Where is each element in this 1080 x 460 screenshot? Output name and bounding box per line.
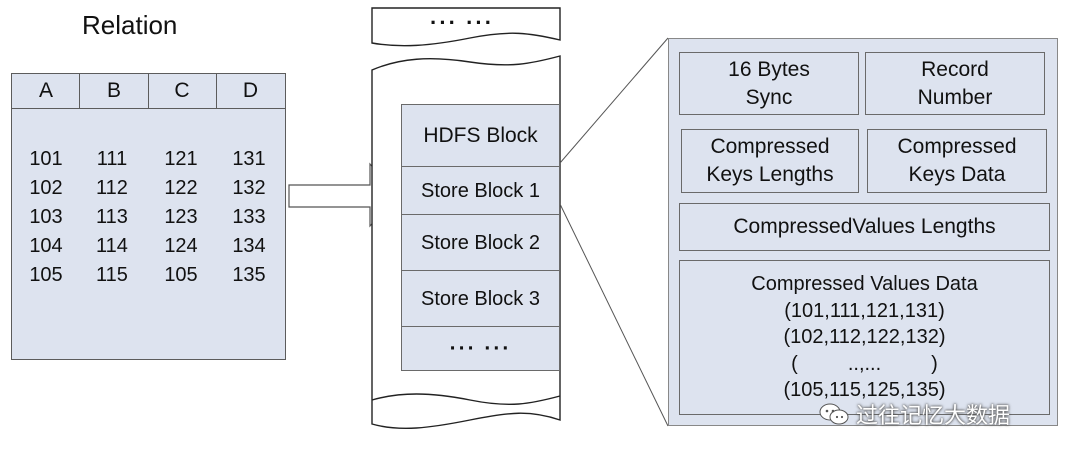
zoom-line-bottom [559,203,669,427]
watermark-text: 过往记忆大数据 [856,403,1011,428]
compressed-values-lengths-field: CompressedValues Lengths [679,203,1050,251]
column-header-c: C [174,79,190,102]
hdfs-top-ellipsis: ··· ··· [430,10,495,35]
relation-cell: 132 [232,177,266,199]
values-data-line: ( ..,... ) [791,352,938,375]
relation-cell: 101 [29,148,63,170]
compressed-keys-lengths-field: Compressed Keys Lengths [681,129,859,193]
values-data-line: (102,112,122,132) [783,326,946,349]
zoom-line-top [559,37,669,164]
hdfs-block: HDFS Block [401,104,560,167]
relation-cell: 105 [164,264,198,286]
relation-cell: 122 [164,177,198,199]
relation-cell: 111 [96,148,128,170]
relation-header-row: A B C D [12,74,285,109]
relation-cell: 124 [164,235,198,257]
relation-cell: 113 [96,206,128,228]
relation-cell: 114 [96,235,128,257]
relation-cell: 103 [29,206,63,228]
watermark: 过往记忆大数据 [818,398,1010,430]
store-block-3: Store Block 3 [401,270,560,327]
relation-cell: 104 [29,235,63,257]
hdfs-file-top-piece [371,7,561,47]
compressed-values-data-field: Compressed Values Data (101,111,121,131)… [679,260,1050,415]
relation-table: A B C D 101 111 121 131 102 112 122 132 103 113 12… [11,73,286,360]
relation-cell: 102 [29,177,63,199]
header-divider [216,74,217,108]
relation-cell: 135 [232,264,266,286]
values-data-line: (105,115,125,135) [783,379,946,402]
compressed-keys-data-field: Compressed Keys Data [867,129,1047,193]
relation-cell: 115 [96,264,128,286]
relation-cell: 105 [29,264,63,286]
hdfs-file-wave [371,393,561,406]
store-block-2: Store Block 2 [401,214,560,271]
column-header-a: A [38,79,53,102]
header-divider [79,74,80,108]
relation-cell: 134 [232,235,266,257]
relation-cell: 123 [164,206,198,228]
values-data-title: Compressed Values Data [751,273,978,296]
relation-cell: 112 [96,177,128,199]
sync-field: 16 Bytes Sync [679,52,859,115]
column-header-d: D [242,79,259,102]
values-data-line: (101,111,121,131) [784,299,945,322]
store-block-1: Store Block 1 [401,166,560,215]
wechat-icon [819,403,849,425]
record-number-field: Record Number [865,52,1045,115]
relation-cell: 133 [232,206,266,228]
column-header-b: B [106,79,121,102]
relation-title: Relation [82,10,178,40]
header-divider [148,74,149,108]
relation-cell: 121 [164,148,198,170]
relation-cell: 131 [232,148,266,170]
hdfs-bottom-ellipsis: ··· ··· [401,326,560,371]
